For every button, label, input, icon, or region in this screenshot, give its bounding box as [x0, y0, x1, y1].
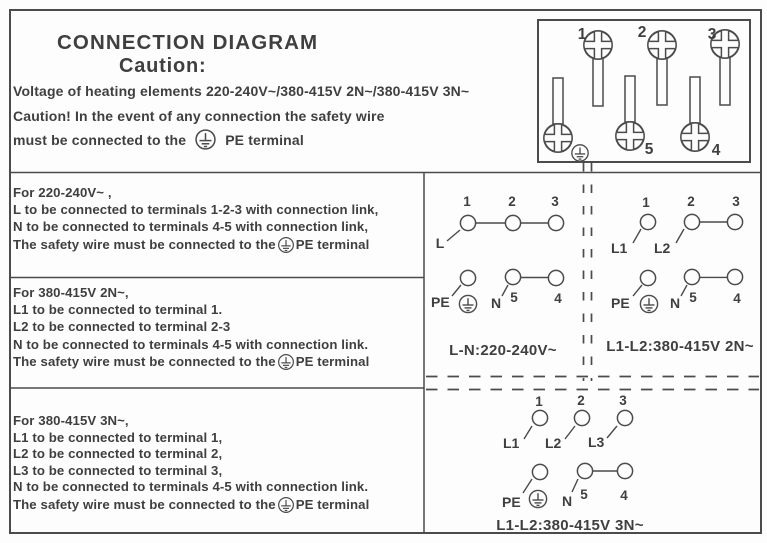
wire-label-pe: PE [431, 294, 450, 310]
instruction-line: N to be connected to terminals 4-5 with … [13, 479, 369, 495]
node-label: 2 [577, 393, 585, 408]
wiring-diagram-220-240v: 1 2 3 L PE N 5 4 L-N:220-240V~ [431, 194, 565, 359]
terminal-block-diagram: 1 2 3 5 4 [537, 19, 751, 163]
pe-earth-icon [639, 294, 659, 314]
node-label: 1 [535, 394, 543, 409]
caution-note-line2: must be connected to the PE terminal [13, 128, 304, 151]
dashed-separators [426, 163, 759, 391]
instruction-line: L1 to be connected to terminal 1. [13, 302, 223, 318]
diagram-caption: L1-L2:380-415V 3N~ [496, 517, 644, 534]
terminal-label-2: 2 [638, 24, 647, 41]
instruction-line: L1 to be connected to terminal 1, [13, 429, 223, 445]
wire-label-pe: PE [611, 295, 630, 311]
node-label: 4 [554, 291, 562, 306]
safety-instruction: The safety wire must be connected to the… [13, 353, 369, 371]
node-label: 2 [508, 194, 516, 209]
screw-terminal-4 [680, 122, 710, 152]
voltage-note: Voltage of heating elements 220-240V~/38… [13, 83, 470, 99]
wire-label-n: N [670, 295, 680, 311]
section-heading: For 220-240V~ , [13, 185, 112, 200]
pe-earth-icon [195, 129, 216, 150]
node-label: 4 [620, 488, 628, 503]
node-label: 3 [732, 194, 740, 209]
wire-label-l1: L1 [611, 240, 628, 256]
instruction-line: L2 to be connected to terminal 2-3 [13, 319, 231, 335]
safety-instruction: The safety wire must be connected to the… [13, 236, 378, 254]
node-label: 1 [463, 194, 471, 209]
instruction-line: N to be connected to terminals 4-5 with … [13, 336, 369, 352]
screw-terminal-1 [583, 30, 613, 60]
wire-label-l2: L2 [545, 435, 562, 451]
instruction-line: N to be connected to terminals 4-5 with … [13, 219, 369, 235]
diagram-caption: L1-L2:380-415V 2N~ [606, 338, 754, 355]
frame-lines [9, 9, 762, 534]
caution-note-pre: must be connected to the [13, 131, 187, 148]
node-label: 2 [687, 194, 695, 209]
instruction-line: L to be connected to terminals 1-2-3 wit… [13, 202, 379, 218]
node-label: 3 [551, 194, 559, 209]
wire-label-n: N [562, 493, 572, 509]
wire-label-l: L [436, 235, 445, 251]
section-heading: For 380-415V 3N~, [13, 413, 129, 428]
safety-text-post: PE terminal [295, 237, 370, 252]
node-label: 5 [689, 290, 697, 305]
instructions-380-415v-2n: For 380-415V 2N~, L1 to be connected to … [13, 284, 369, 371]
safety-instruction: The safety wire must be connected to the… [13, 496, 369, 514]
pe-earth-icon [277, 353, 294, 370]
page-title: CONNECTION DIAGRAM [57, 31, 319, 54]
safety-text-pre: The safety wire must be connected to the [13, 354, 276, 370]
pe-earth-icon [277, 236, 294, 253]
safety-text-pre: The safety wire must be connected to the [13, 237, 276, 252]
wire-label-l3: L3 [588, 434, 605, 450]
node-label: 3 [619, 393, 627, 408]
caution-note-line1: Caution! In the event of any connection … [13, 108, 385, 124]
pe-earth-icon [458, 294, 478, 314]
screw-terminal-5 [615, 121, 645, 151]
terminal-label-4: 4 [712, 142, 721, 159]
node-label: 5 [580, 487, 588, 502]
wire-label-l2: L2 [654, 240, 671, 256]
screw-terminal-3 [710, 29, 740, 59]
instructions-220-240v: For 220-240V~ , L to be connected to ter… [13, 184, 378, 254]
node-label: 5 [510, 290, 518, 305]
caution-note-post: PE terminal [225, 131, 304, 148]
safety-text-post: PE terminal [295, 496, 370, 512]
terminal-label-1: 1 [578, 26, 587, 43]
caution-heading: Caution: [119, 55, 207, 77]
wire-label-pe: PE [502, 494, 521, 510]
node-label: 1 [642, 195, 650, 210]
pe-earth-icon [528, 489, 548, 509]
pe-earth-icon [277, 496, 294, 513]
safety-text-post: PE terminal [295, 354, 370, 370]
screw-terminal-pe [543, 123, 573, 153]
terminal-label-5: 5 [645, 141, 654, 158]
pe-earth-icon [571, 144, 589, 162]
node-label: 4 [733, 291, 741, 306]
instructions-380-415v-3n: For 380-415V 3N~, L1 to be connected to … [13, 413, 369, 514]
safety-text-pre: The safety wire must be connected to the [13, 496, 276, 512]
terminal-label-3: 3 [708, 26, 717, 43]
screw-terminal-2 [647, 30, 677, 60]
wire-label-l1: L1 [503, 435, 520, 451]
wiring-diagram-380-415v-2n: 1 2 3 L1 L2 PE N 5 4 L1-L2:380-415V 2N~ [606, 194, 754, 355]
section-heading: For 380-415V 2N~, [13, 285, 129, 300]
wire-label-n: N [491, 295, 501, 311]
instruction-line: L2 to be connected to terminal 2, [13, 446, 223, 462]
diagram-caption: L-N:220-240V~ [449, 342, 557, 359]
instruction-line: L3 to be connected to terminal 3, [13, 462, 223, 478]
wiring-diagram-380-415v-3n: 1 2 3 L1 L2 L3 PE N 5 4 L1-L2:380-415V 3… [496, 393, 644, 534]
